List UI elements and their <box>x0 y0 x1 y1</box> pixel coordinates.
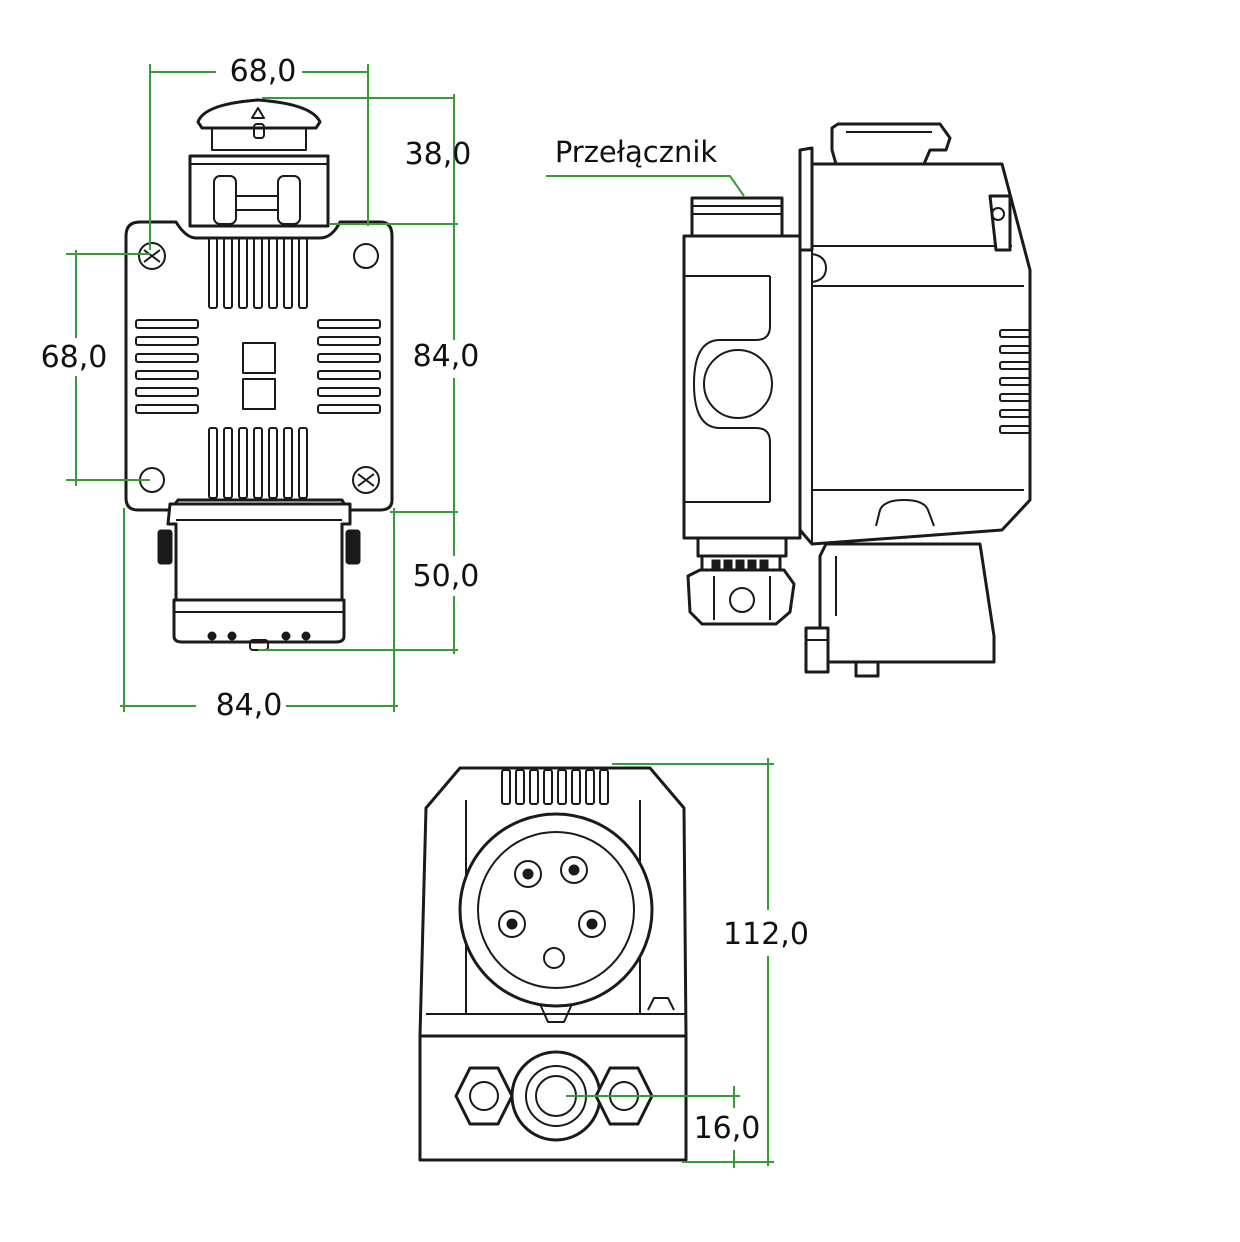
front-bottom-vents <box>208 427 308 499</box>
side-view <box>682 122 1032 678</box>
side-cable-gland <box>686 536 796 626</box>
dim-front-bottom-width: 84,0 <box>216 688 283 723</box>
front-plug-face <box>172 598 346 644</box>
front-view <box>124 98 394 651</box>
gland-left <box>454 1066 514 1126</box>
front-top-vents <box>208 237 308 309</box>
side-vents <box>999 329 1031 434</box>
dim-front-hole-spacing: 68,0 <box>41 340 108 375</box>
front-indicator-lower <box>242 378 276 410</box>
dimension-lines <box>66 64 774 1168</box>
callout-switch-label: Przełącznik <box>555 135 718 169</box>
socket-pins <box>498 856 606 969</box>
socket-face-inner <box>477 831 635 989</box>
front-right-vents <box>317 319 381 414</box>
dim-bottom-gland-offset: 16,0 <box>694 1111 761 1146</box>
dim-front-plug-height: 50,0 <box>413 559 480 594</box>
side-junction-box <box>682 234 802 540</box>
side-knockout <box>703 349 773 419</box>
bottom-top-vents <box>501 769 609 805</box>
bottom-view <box>418 766 688 1162</box>
dim-bottom-view-height: 112,0 <box>723 917 809 952</box>
front-indicator-upper <box>242 342 276 374</box>
mounting-hole-top-right <box>353 243 379 269</box>
socket-face-outer <box>458 812 654 1008</box>
front-left-vents <box>135 319 199 414</box>
front-main-body <box>124 220 394 512</box>
mounting-screw-top-left <box>138 242 166 270</box>
dimension-labels: 68,0 38,0 68,0 84,0 50,0 84,0 Przełączni… <box>41 54 809 1146</box>
dim-front-body-height: 84,0 <box>413 339 480 374</box>
dim-front-top-width: 68,0 <box>230 54 297 89</box>
dim-front-top-height: 38,0 <box>405 137 472 172</box>
front-latch-right <box>345 529 361 565</box>
mounting-screw-bottom-right <box>352 466 380 494</box>
side-lid <box>830 122 952 166</box>
front-top-cap <box>196 98 322 130</box>
front-switch-housing <box>188 154 330 228</box>
front-latch-left <box>157 529 173 565</box>
side-plug-body <box>818 542 996 664</box>
front-plug-shell <box>166 502 352 602</box>
side-switch <box>690 196 784 238</box>
